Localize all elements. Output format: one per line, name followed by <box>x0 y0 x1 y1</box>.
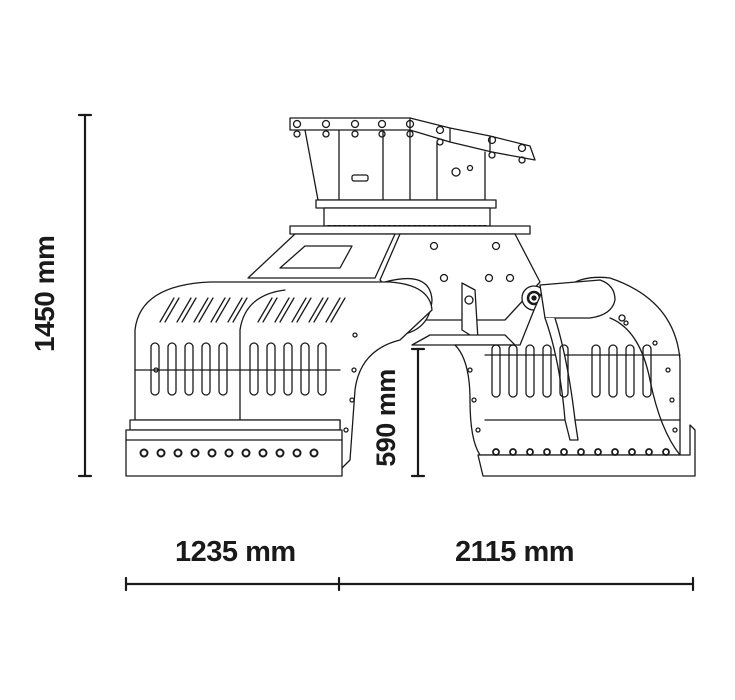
right-jaw-edge-bolts <box>492 448 670 456</box>
rotator <box>289 199 531 235</box>
dimension-height-total <box>77 113 93 478</box>
label-right-width: 2115 mm <box>455 536 575 568</box>
bracket-bolts <box>292 119 527 164</box>
label-height-total: 1450 mm <box>29 235 60 352</box>
dimension-jaw-opening <box>410 347 426 478</box>
right-jaw-side-slots <box>491 344 652 398</box>
left-jaw <box>125 281 433 477</box>
label-jaw-opening: 590 mm <box>371 369 401 467</box>
top-mounting-bracket <box>289 117 536 201</box>
right-jaw <box>454 276 696 477</box>
left-jaw-side-slots <box>150 342 327 396</box>
dimension-width <box>124 576 695 592</box>
label-left-width: 1235 mm <box>175 536 296 568</box>
left-jaw-top-slots <box>159 297 346 323</box>
left-jaw-edge-bolts <box>139 448 319 458</box>
